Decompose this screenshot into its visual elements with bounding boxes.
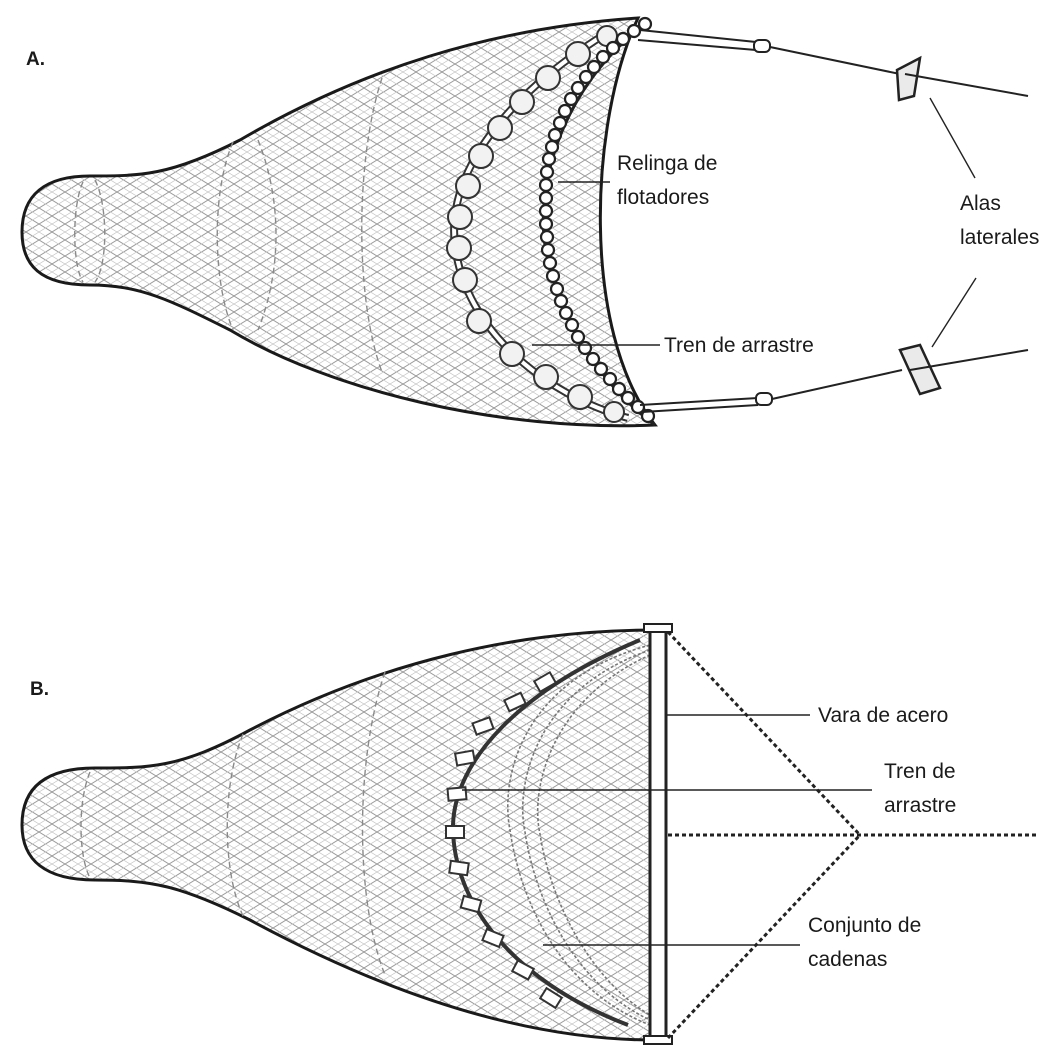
wing-upper xyxy=(638,30,1028,100)
otter-board-lower xyxy=(900,345,940,394)
callout-float-line-2: flotadores xyxy=(617,186,709,209)
bridle-chains xyxy=(668,632,1038,1038)
callout-wings-1: Alas xyxy=(960,192,1001,215)
panel-b-label: B. xyxy=(30,679,49,700)
otter-board-upper xyxy=(897,58,920,100)
callout-steel-beam: Vara de acero xyxy=(818,704,948,727)
callout-chain-set-2: cadenas xyxy=(808,948,887,971)
callout-groundrope-b-2: arrastre xyxy=(884,794,956,817)
panel-a-label: A. xyxy=(26,49,45,70)
callout-wings-2: laterales xyxy=(960,226,1039,249)
callout-groundrope-b-1: Tren de xyxy=(884,760,956,783)
panel-b: B. xyxy=(22,624,1038,1044)
leader-wings-lower xyxy=(932,278,976,347)
steel-beam xyxy=(650,628,666,1044)
panel-a: A. xyxy=(22,18,1039,426)
callout-groundrope-a: Tren de arrastre xyxy=(664,334,814,357)
leader-wings-upper xyxy=(930,98,975,178)
callout-chain-set-1: Conjunto de xyxy=(808,914,921,937)
callout-float-line-1: Relinga de xyxy=(617,152,717,175)
